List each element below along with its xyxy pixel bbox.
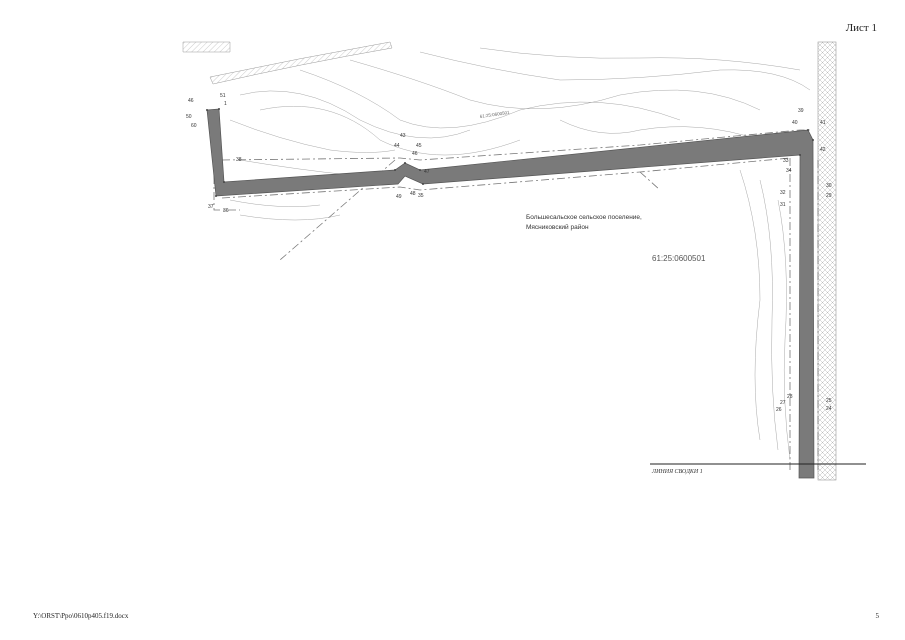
- hatched-block-topleft: [182, 41, 231, 53]
- point-label: 60: [191, 123, 197, 129]
- point-label: 43: [400, 133, 406, 139]
- point-label: 30: [826, 183, 832, 189]
- corridor-strip: [206, 108, 815, 479]
- point-label: 29: [826, 193, 832, 199]
- point-label: 50: [186, 114, 192, 120]
- point-label: 37: [208, 204, 214, 210]
- point-label: 36: [223, 208, 229, 214]
- point-label: 47: [424, 169, 430, 175]
- junction-label: ЛИНИЯ СВОДКИ 1: [651, 469, 703, 475]
- footer-file-path: Y:\ORST\Ppo\0610p405.f19.docx: [33, 612, 129, 620]
- top-area-label: 61:25:0600501: [479, 110, 510, 119]
- point-labels: 46 50 60 51 1 43 44 45 46 47 48 49 35 36…: [186, 93, 832, 413]
- point-label: 38: [236, 157, 242, 163]
- point-label: 49: [396, 194, 402, 200]
- point-label: 32: [780, 190, 786, 196]
- point-label: 45: [416, 143, 422, 149]
- point-markers: [206, 108, 814, 197]
- settlement-label-line1: Большесальское сельское поселение,: [526, 214, 642, 221]
- page-number: 5: [875, 612, 880, 620]
- settlement-label-line2: Мясниковский район: [526, 223, 589, 231]
- sheet-label: Лист 1: [845, 22, 877, 34]
- point-label: 25: [826, 398, 832, 404]
- contour-lines: [229, 47, 811, 461]
- point-label: 42: [820, 147, 826, 153]
- point-label: 27: [780, 400, 786, 406]
- road-band-top: [209, 41, 393, 85]
- point-label: 35: [418, 193, 424, 199]
- road-band-right: [817, 41, 837, 481]
- point-label: 26: [776, 407, 782, 413]
- point-label: 1: [224, 101, 227, 107]
- point-label: 51: [220, 93, 226, 99]
- point-label: 31: [780, 202, 786, 208]
- point-label: 28: [787, 394, 793, 400]
- point-label: 44: [394, 143, 400, 149]
- cadastral-number: 61:25:0600501: [652, 254, 706, 263]
- point-label: 39: [798, 108, 804, 114]
- point-label: 33: [783, 158, 789, 164]
- point-label: 24: [826, 406, 832, 412]
- point-label: 40: [792, 120, 798, 126]
- point-label: 34: [786, 168, 792, 174]
- point-label: 46: [188, 98, 194, 104]
- point-label: 46: [412, 151, 418, 157]
- point-label: 41: [820, 120, 826, 126]
- point-label: 48: [410, 191, 416, 197]
- boundary-lines: [213, 129, 819, 470]
